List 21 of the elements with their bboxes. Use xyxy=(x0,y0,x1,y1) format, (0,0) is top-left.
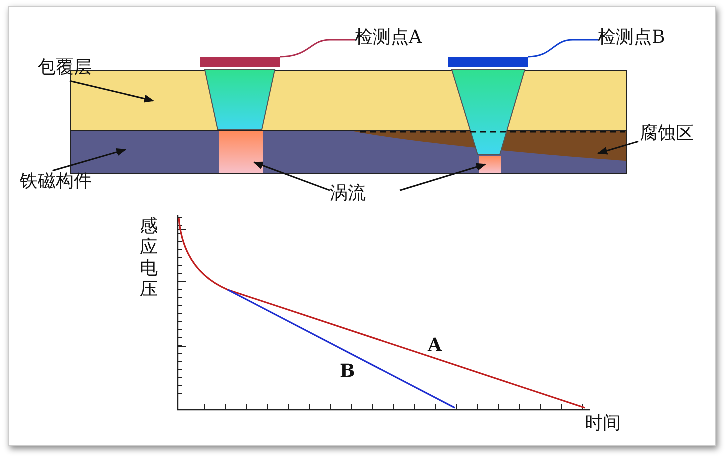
arrow xyxy=(598,140,639,155)
axis-title: 时间 xyxy=(585,414,621,434)
part-label: 检测点B xyxy=(598,28,708,52)
curve-label: B xyxy=(340,362,356,382)
probe-bar xyxy=(448,57,528,67)
leader-line xyxy=(528,39,598,58)
curve-label: A xyxy=(428,336,442,356)
arrow xyxy=(70,80,155,103)
part-label: 检测点A xyxy=(355,28,465,52)
arrow xyxy=(52,148,127,172)
part-label: 腐蚀区 xyxy=(640,124,710,146)
leader-line xyxy=(280,39,355,58)
eddy-current-region xyxy=(479,156,501,173)
arrow xyxy=(400,163,487,192)
part-label: 涡流 xyxy=(330,184,400,206)
eddy-current-region xyxy=(219,131,263,173)
steel-layer xyxy=(70,130,627,174)
axis-title: 感应电压 xyxy=(140,216,159,300)
part-label: 铁磁构件 xyxy=(20,172,102,194)
probe-bar xyxy=(200,57,280,67)
arrow xyxy=(253,162,330,192)
